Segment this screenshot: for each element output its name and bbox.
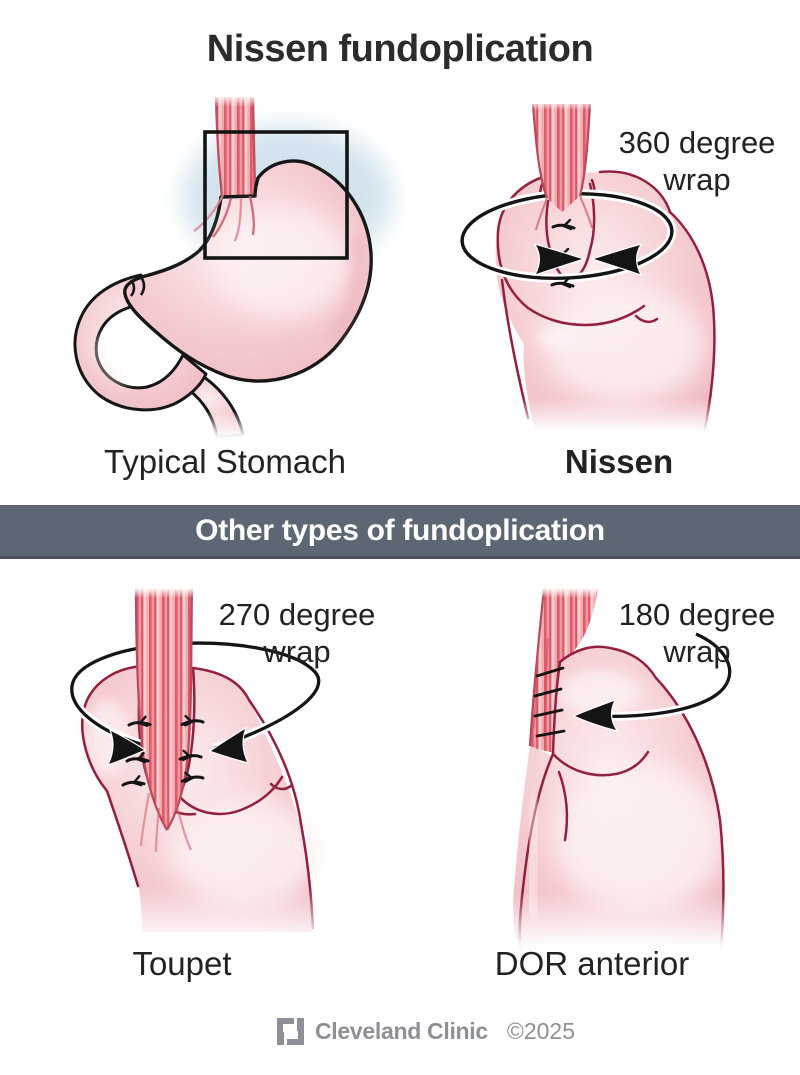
annotation-line2: wrap [663,634,731,669]
typical-stomach-illustration [73,95,392,440]
label-nissen: Nissen [564,443,674,480]
section-banner: Other types of fundoplication [0,505,800,559]
zoom-square-outline [203,130,349,260]
annotation-180-wrap: 180 degree wrap [597,596,797,670]
bottom-fade [45,888,385,948]
nissen-illustration [440,100,735,435]
stomach-body [123,159,373,383]
annotation-line1: 180 degree [618,597,776,632]
banner-title: Other types of fundoplication [195,513,605,547]
annotation-360-wrap: 360 degree wrap [597,124,797,198]
annotation-270-wrap: 270 degree wrap [197,596,397,670]
footer-brand: Cleveland Clinic [315,1018,488,1044]
label-toupet: Toupet [132,945,232,982]
tube-fade [180,411,260,440]
esophagus [528,100,595,231]
annotation-line2: wrap [263,634,331,669]
wrapped-stomach [513,645,725,953]
striation-fan [193,194,255,242]
footer: Cleveland Clinic ©2025 [26,1018,800,1045]
esophagus-top-fade [210,95,260,107]
wrap-arrowheads [106,726,250,767]
page-title: Nissen fundoplication [206,28,594,70]
dor-illustration [440,588,785,953]
sutures [533,666,566,738]
annotation-line1: 270 degree [218,597,376,632]
footer-copyright: ©2025 [506,1018,575,1044]
wrap-arrowhead [571,698,619,732]
annotation-line1: 360 degree [618,125,776,160]
cleveland-clinic-logo-icon [277,1018,304,1045]
label-typical-stomach: Typical Stomach [103,443,347,480]
wrap-outlines [496,170,716,435]
annotation-line2: wrap [663,162,731,197]
toupet-illustration [45,588,385,948]
wrap-arrowheads [533,243,643,277]
bottom-fade [440,398,735,435]
esophagus [526,588,602,753]
bottom-fade [440,893,785,953]
wrapped-stomach [495,170,716,435]
esophagus [214,96,257,197]
striation-fan [139,792,192,853]
wrap-arrow [571,629,735,732]
label-dor-anterior: DOR anterior [494,945,690,982]
